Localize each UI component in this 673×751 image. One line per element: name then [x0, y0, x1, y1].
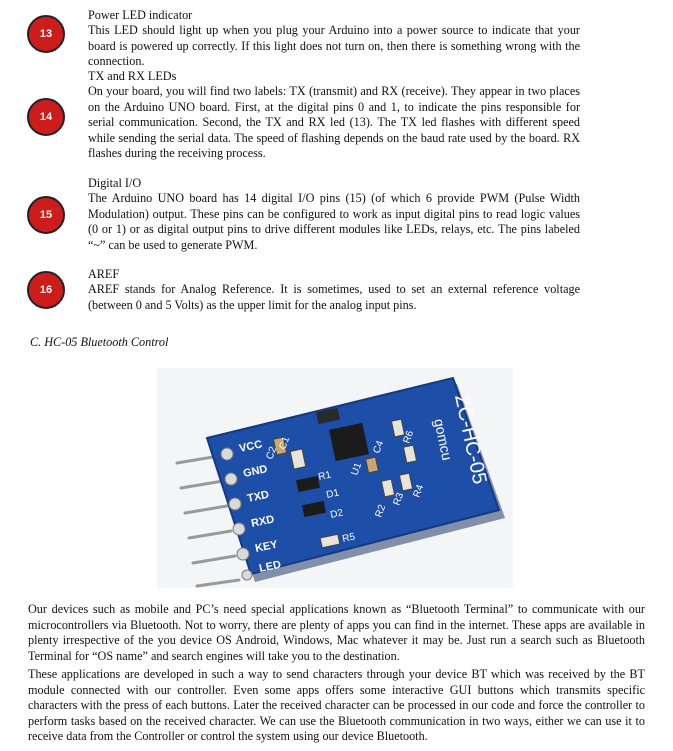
component-label: D2 — [329, 507, 344, 521]
paragraph: These applications are developed in such… — [28, 667, 645, 744]
component-label: R6 — [401, 429, 416, 445]
number-badge: 16 — [27, 271, 65, 309]
component-label: R3 — [391, 491, 406, 507]
number-badge: 13 — [27, 15, 65, 53]
item-title: AREF — [88, 267, 120, 281]
hc05-board-illustration: VCC GND TXD RXD KEY LED C1 C2 U1 — [175, 376, 505, 588]
component-label: C1 — [277, 435, 292, 451]
paragraph: Our devices such as mobile and PC’s need… — [28, 602, 645, 663]
item-title: TX and RX LEDs — [88, 69, 177, 83]
hc05-module-photo: VCC GND TXD RXD KEY LED C1 C2 U1 — [157, 368, 513, 588]
pin-label: TXD — [246, 489, 270, 505]
component-label: U1 — [349, 461, 364, 477]
component-label: R4 — [411, 483, 426, 499]
component-label: C2 — [264, 445, 279, 461]
number-badge: 14 — [27, 98, 65, 136]
pin-pads — [220, 447, 253, 581]
section-heading: C. HC-05 Bluetooth Control — [30, 335, 169, 349]
pin-label: GND — [242, 463, 268, 480]
number-badge: 15 — [27, 196, 65, 234]
item-body: This LED should light up when you plug y… — [88, 23, 580, 69]
component-label: R1 — [317, 469, 332, 483]
item-title: Power LED indicator — [88, 8, 193, 22]
board-components — [272, 407, 418, 549]
pin-label: VCC — [238, 438, 263, 455]
item-body: On your board, you will find two labels:… — [88, 84, 580, 161]
pin-label: RXD — [250, 513, 275, 530]
component-label: C4 — [371, 439, 386, 455]
pin-label: KEY — [254, 538, 279, 555]
component-label: D1 — [325, 487, 340, 501]
item-title: Digital I/O — [88, 176, 142, 190]
component-label: R5 — [341, 531, 356, 545]
item-body: The Arduino UNO board has 14 digital I/O… — [88, 191, 580, 252]
header-pins — [175, 454, 241, 588]
component-label: R2 — [373, 503, 388, 519]
pin-label: LED — [258, 559, 282, 575]
item-body: AREF stands for Analog Reference. It is … — [88, 282, 580, 312]
